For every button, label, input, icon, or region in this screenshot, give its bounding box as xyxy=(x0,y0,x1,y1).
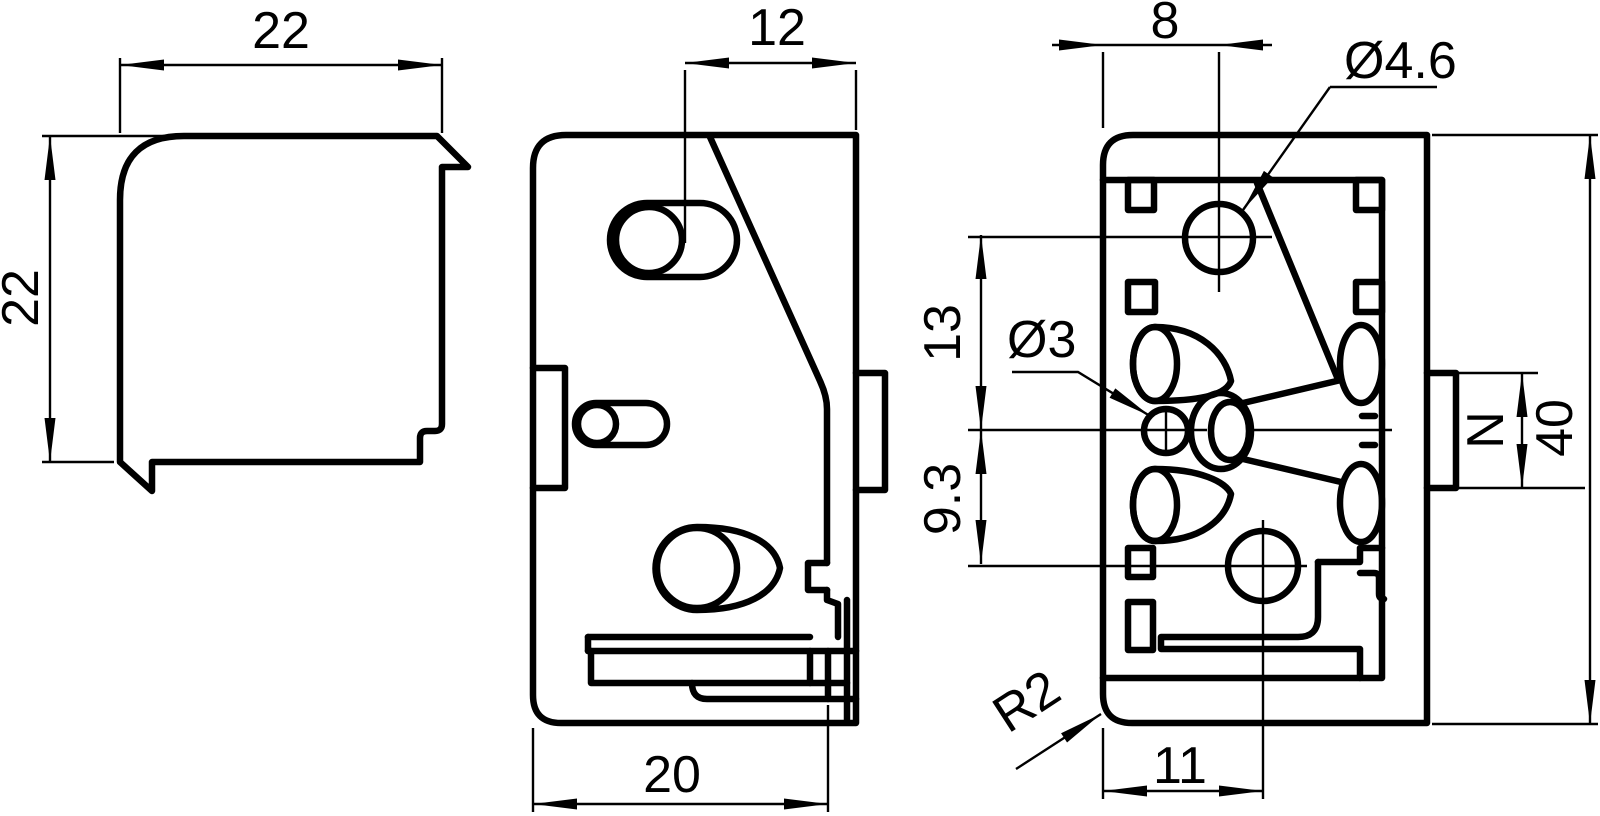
front-view-leader-d3 xyxy=(1012,370,1151,418)
front-view-funnel-lower xyxy=(1239,455,1345,486)
front-view-boss-lower-right-face xyxy=(1336,460,1386,546)
front-view: 8 Ø4.6 13 9.3 Ø3 N 40 11 R2 xyxy=(914,0,1598,799)
side-view-slot-mid-circle xyxy=(574,401,620,447)
front-view-boss-upper-left xyxy=(1129,323,1235,405)
front-view-square-mid-right xyxy=(1352,278,1386,316)
front-view-bracket-body xyxy=(1157,558,1364,682)
front-view-bracket-notch xyxy=(1356,569,1388,603)
front-view-center-boss-inner xyxy=(1207,398,1253,464)
side-view-step-pocket xyxy=(804,559,831,594)
front-view-square-mid-left xyxy=(1124,278,1159,316)
front-view-leader-r2 xyxy=(1015,712,1102,771)
top-view-width-label: 22 xyxy=(252,2,310,60)
front-view-boss-upper-right-face xyxy=(1336,321,1386,407)
front-view-hole-center-label: Ø3 xyxy=(1007,311,1076,369)
top-view-height-label: 22 xyxy=(0,269,50,327)
side-view-chamfer-edge xyxy=(706,133,831,567)
side-view-foot-band xyxy=(587,647,814,687)
front-view-left-lower-label: 9.3 xyxy=(914,463,972,535)
side-view-step-jog xyxy=(823,586,842,641)
side-view-left-pad xyxy=(529,364,569,492)
side-view-outline xyxy=(529,131,860,727)
top-view-outline xyxy=(116,132,472,495)
side-view-slot-top-circle xyxy=(612,203,686,277)
front-view-bottom-label: 11 xyxy=(1153,737,1207,795)
front-view-square-top-right xyxy=(1352,176,1386,214)
side-view: 12 20 xyxy=(529,0,889,812)
front-view-corner-radius-label: R2 xyxy=(983,659,1070,744)
front-view-right-tab xyxy=(1423,369,1460,492)
top-view: 22 22 xyxy=(0,2,472,495)
front-view-outline xyxy=(1099,131,1431,727)
side-view-top-label: 12 xyxy=(748,0,806,57)
front-view-boss-lower-left xyxy=(1129,465,1235,545)
front-view-bracket-step-top xyxy=(1314,544,1386,566)
front-view-funnel-upper xyxy=(1239,376,1345,407)
side-view-right-tab xyxy=(852,369,889,494)
front-view-leader-d46 xyxy=(1242,86,1331,211)
front-view-left-upper-label: 13 xyxy=(914,304,972,362)
side-view-slot-low-circle xyxy=(653,524,741,612)
side-view-slot-top xyxy=(606,199,741,281)
front-view-top-label: 8 xyxy=(1151,0,1180,50)
front-view-tab-label: N xyxy=(1457,411,1515,449)
side-view-bottom-label: 20 xyxy=(643,746,701,804)
front-view-hole-top-label: Ø4.6 xyxy=(1344,32,1457,90)
front-view-square-top-left xyxy=(1124,176,1158,214)
side-view-foot-step xyxy=(688,679,860,703)
front-view-chamfer-diagonal xyxy=(1253,179,1341,381)
front-view-square-low-left xyxy=(1124,544,1157,581)
front-view-height-label: 40 xyxy=(1526,399,1584,457)
front-view-bar-low-left xyxy=(1124,598,1157,654)
